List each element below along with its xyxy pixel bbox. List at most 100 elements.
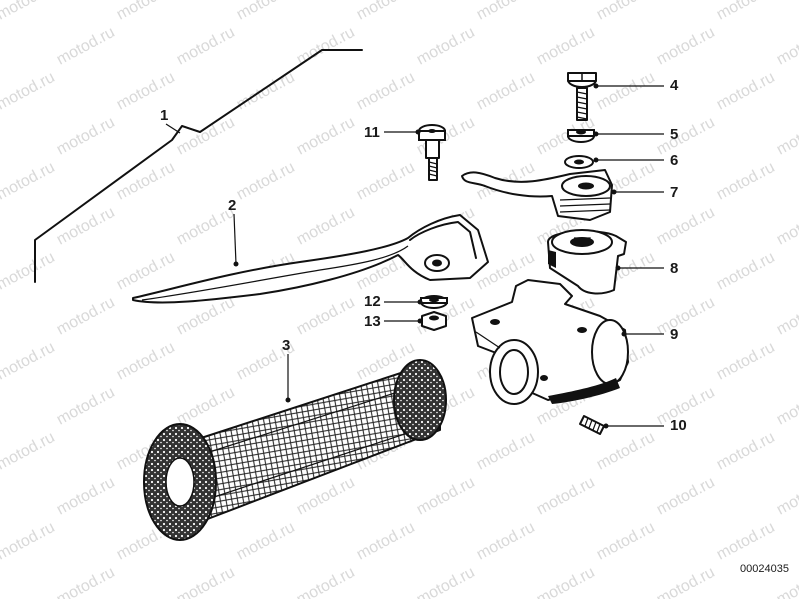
watermark-text: motod.ru bbox=[594, 0, 658, 24]
watermark-text: motod.ru bbox=[774, 114, 799, 159]
watermark-text: motod.ru bbox=[714, 339, 778, 384]
watermark-text: motod.ru bbox=[474, 69, 538, 114]
washer-5-drawing bbox=[567, 129, 595, 143]
watermark-text: motod.ru bbox=[774, 204, 799, 249]
watermark-text: motod.ru bbox=[354, 0, 418, 24]
callout-label-13: 13 bbox=[364, 313, 381, 330]
callout-label-5: 5 bbox=[670, 126, 678, 143]
watermark-text: motod.ru bbox=[234, 519, 298, 564]
watermark-text: motod.ru bbox=[174, 384, 238, 429]
leader-dot-11 bbox=[415, 129, 421, 135]
watermark-text: motod.ru bbox=[414, 474, 478, 519]
watermark-text: motod.ru bbox=[114, 0, 178, 24]
watermark-text: motod.ru bbox=[0, 0, 58, 24]
watermark-text: motod.ru bbox=[114, 249, 178, 294]
watermark-text: motod.ru bbox=[654, 114, 718, 159]
choke-housing-drawing bbox=[547, 229, 627, 295]
watermark-text: motod.ru bbox=[0, 69, 58, 114]
watermark-text: motod.ru bbox=[474, 519, 538, 564]
callout-label-7: 7 bbox=[670, 184, 678, 201]
callout-label-10: 10 bbox=[670, 417, 687, 434]
leader-dot-12 bbox=[417, 299, 423, 305]
watermark-text: motod.ru bbox=[594, 429, 658, 474]
watermark-text: motod.ru bbox=[234, 69, 298, 114]
leader-dot-2 bbox=[233, 261, 239, 267]
watermark-text: motod.ru bbox=[0, 249, 58, 294]
assembly-bracket-line bbox=[34, 49, 363, 283]
watermark-text: motod.ru bbox=[294, 204, 358, 249]
callout-label-6: 6 bbox=[670, 152, 678, 169]
watermark-text: motod.ru bbox=[0, 159, 58, 204]
leader-dot-6 bbox=[593, 157, 599, 163]
watermark-text: motod.ru bbox=[414, 564, 478, 599]
watermark-text: motod.ru bbox=[714, 159, 778, 204]
watermark-text: motod.ru bbox=[534, 24, 598, 69]
callout-label-4: 4 bbox=[670, 77, 679, 94]
watermark-text: motod.ru bbox=[474, 429, 538, 474]
watermark-text: motod.ru bbox=[354, 519, 418, 564]
watermark-text: motod.ru bbox=[294, 294, 358, 339]
leader-line-2 bbox=[233, 213, 237, 265]
watermark-text: motod.ru bbox=[594, 519, 658, 564]
leader-dot-10 bbox=[603, 423, 609, 429]
watermark-text: motod.ru bbox=[474, 0, 538, 24]
watermark-text: motod.ru bbox=[54, 564, 118, 599]
watermark-text: motod.ru bbox=[654, 294, 718, 339]
watermark-text: motod.ru bbox=[774, 294, 799, 339]
watermark-text: motod.ru bbox=[0, 339, 58, 384]
lever-bracket-drawing bbox=[471, 279, 629, 405]
brake-lever-drawing bbox=[132, 214, 489, 304]
pivot-bolt-drawing bbox=[418, 124, 446, 181]
watermark-text: motod.ru bbox=[54, 204, 118, 249]
leader-dot-8 bbox=[615, 265, 621, 271]
callout-label-8: 8 bbox=[670, 260, 678, 277]
leader-dot-5 bbox=[593, 131, 599, 137]
watermark-text: motod.ru bbox=[174, 114, 238, 159]
watermark-text: motod.ru bbox=[354, 159, 418, 204]
leader-dot-13 bbox=[417, 318, 423, 324]
callout-label-11: 11 bbox=[364, 124, 380, 141]
callout-leader-lines bbox=[165, 83, 664, 429]
watermark-text: motod.ru bbox=[714, 0, 778, 24]
callout-label-3: 3 bbox=[282, 337, 290, 354]
leader-dot-3 bbox=[285, 397, 291, 403]
handlebar-grip-drawing bbox=[143, 359, 447, 541]
watermark-text: motod.ru bbox=[234, 0, 298, 24]
leader-dot-9 bbox=[621, 331, 627, 337]
watermark-text: motod.ru bbox=[534, 474, 598, 519]
watermark-text: motod.ru bbox=[0, 519, 58, 564]
leader-dot-7 bbox=[611, 189, 617, 195]
watermark-text: motod.ru bbox=[654, 564, 718, 599]
watermark-text: motod.ru bbox=[654, 24, 718, 69]
watermark-text: motod.ru bbox=[414, 24, 478, 69]
diagram-code: 00024035 bbox=[740, 563, 789, 575]
watermark-text: motod.ru bbox=[714, 429, 778, 474]
watermark-text: motod.ru bbox=[54, 24, 118, 69]
adjusting-screw-drawing bbox=[567, 72, 597, 121]
watermark-text: motod.ru bbox=[714, 519, 778, 564]
nut-drawing bbox=[421, 311, 447, 331]
leader-line-1 bbox=[165, 123, 181, 134]
choke-lever-drawing bbox=[461, 169, 613, 221]
watermark-text: motod.ru bbox=[354, 69, 418, 114]
callout-label-1: 1 bbox=[160, 107, 168, 124]
watermark-text: motod.ru bbox=[714, 249, 778, 294]
watermark-text: motod.ru bbox=[114, 159, 178, 204]
callout-label-2: 2 bbox=[228, 197, 236, 214]
callout-label-12: 12 bbox=[364, 293, 381, 310]
watermark-text: motod.ru bbox=[54, 294, 118, 339]
watermark-text: motod.ru bbox=[774, 24, 799, 69]
watermark-text: motod.ru bbox=[294, 114, 358, 159]
watermark-text: motod.ru bbox=[594, 69, 658, 114]
watermark-text: motod.ru bbox=[114, 339, 178, 384]
spring-washer-drawing bbox=[564, 155, 594, 169]
watermark-text: motod.ru bbox=[534, 564, 598, 599]
watermark-text: motod.ru bbox=[774, 384, 799, 429]
watermark-text: motod.ru bbox=[54, 384, 118, 429]
set-screw-drawing bbox=[579, 415, 605, 435]
watermark-text: motod.ru bbox=[234, 159, 298, 204]
